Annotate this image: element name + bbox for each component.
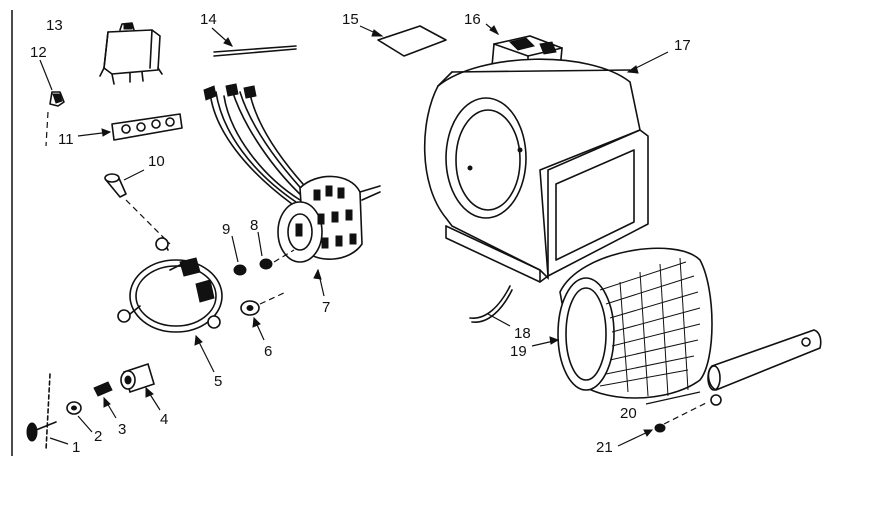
callout-11: 11 bbox=[58, 131, 74, 148]
callout-18: 18 bbox=[514, 325, 531, 342]
sleeve-part bbox=[120, 362, 161, 411]
callout-5: 5 bbox=[214, 373, 222, 390]
nut-part-9 bbox=[231, 235, 247, 276]
callout-21: 21 bbox=[596, 439, 613, 456]
terminal-strip-part bbox=[77, 113, 183, 141]
callout-6: 6 bbox=[264, 343, 272, 360]
plug-part bbox=[39, 59, 65, 147]
callout-17: 17 bbox=[674, 37, 691, 54]
blower-wheel-part bbox=[531, 247, 713, 399]
callout-7: 7 bbox=[322, 299, 330, 316]
callout-1: 1 bbox=[72, 439, 80, 456]
pin-part bbox=[93, 381, 117, 419]
bolt-part bbox=[26, 373, 69, 451]
callout-20: 20 bbox=[620, 405, 637, 422]
blower-housing-part bbox=[423, 51, 669, 283]
screw-part bbox=[104, 169, 171, 245]
cutoff-plate-part bbox=[645, 329, 822, 406]
wire-clip-part bbox=[469, 285, 513, 327]
callout-19: 19 bbox=[510, 343, 527, 360]
callout-13: 13 bbox=[46, 17, 63, 34]
motor-mount-part bbox=[117, 237, 223, 373]
nut-part-8 bbox=[257, 231, 295, 270]
callout-12: 12 bbox=[30, 44, 47, 61]
callout-8: 8 bbox=[250, 217, 258, 234]
motor-part bbox=[277, 175, 381, 297]
callout-4: 4 bbox=[160, 411, 168, 428]
rod-part bbox=[211, 27, 297, 57]
callout-15: 15 bbox=[342, 11, 359, 28]
small-washer-part bbox=[66, 401, 93, 433]
capacitor-part bbox=[99, 22, 163, 85]
washer-part bbox=[240, 291, 287, 341]
callout-2: 2 bbox=[94, 428, 102, 445]
callout-14: 14 bbox=[200, 11, 217, 28]
callout-3: 3 bbox=[118, 421, 126, 438]
callout-16: 16 bbox=[464, 11, 481, 28]
callout-9: 9 bbox=[222, 221, 230, 238]
cover-plate-part bbox=[359, 25, 447, 57]
small-screw-part bbox=[617, 401, 709, 447]
motor-wires bbox=[203, 83, 313, 205]
callout-10: 10 bbox=[148, 153, 165, 170]
